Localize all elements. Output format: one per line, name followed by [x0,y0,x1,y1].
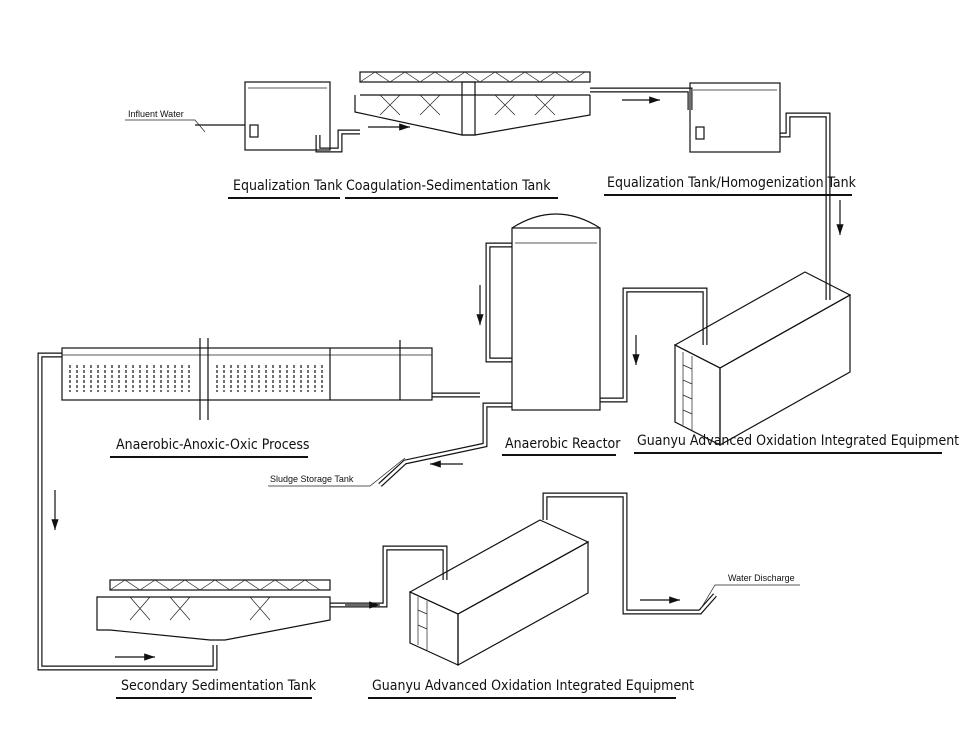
aao-process-label: Anaerobic-Anoxic-Oxic Process [116,437,310,453]
anaerobic-reactor-label: Anaerobic Reactor [505,436,621,452]
pipes [37,87,831,671]
pipe-inner [379,403,512,486]
equalization-homogenization-tank-drawing [689,82,781,153]
sludge-storage-tank-label: Sludge Storage Tank [270,474,354,484]
guanyu-equipment-1-drawing [673,271,852,447]
equalization-tank-drawing [195,81,331,151]
secondary-sedimentation-tank-drawing [96,579,331,641]
guanyu-equipment-2-label: Guanyu Advanced Oxidation Integrated Equ… [372,678,694,694]
pipe [485,242,512,363]
water-discharge-label: Water Discharge [728,573,795,583]
pipe [542,492,717,615]
coagulation-sedimentation-tank-drawing [354,71,591,136]
flow-arrows [51,96,844,661]
sludge-leader [268,457,406,487]
pipe-inner [543,493,716,614]
equalization-homogenization-label: Equalization Tank/Homogenization Tank [607,175,857,191]
coagulation-sedimentation-label: Coagulation-Sedimentation Tank [346,178,551,194]
pipe-inner [600,288,707,402]
influent-water-label: Influent Water [128,109,184,119]
pipe [37,352,218,671]
pipe [378,402,512,487]
anaerobic-reactor-drawing [511,213,601,411]
guanyu-equipment-1-label: Guanyu Advanced Oxidation Integrated Equ… [637,433,959,449]
pipe-inner [780,113,830,300]
pipe-inner [38,353,217,670]
discharge-leader [699,584,800,611]
aao-process-drawing [61,338,433,420]
influent-leader [125,119,206,133]
secondary-sedimentation-label: Secondary Sedimentation Tank [121,678,317,694]
pipe-inner [486,243,512,362]
equalization-tank-label: Equalization Tank [233,178,343,194]
pipe-inner [316,130,360,152]
pipe [600,287,708,403]
pipe [330,545,448,608]
guanyu-equipment-2-drawing [408,519,590,667]
